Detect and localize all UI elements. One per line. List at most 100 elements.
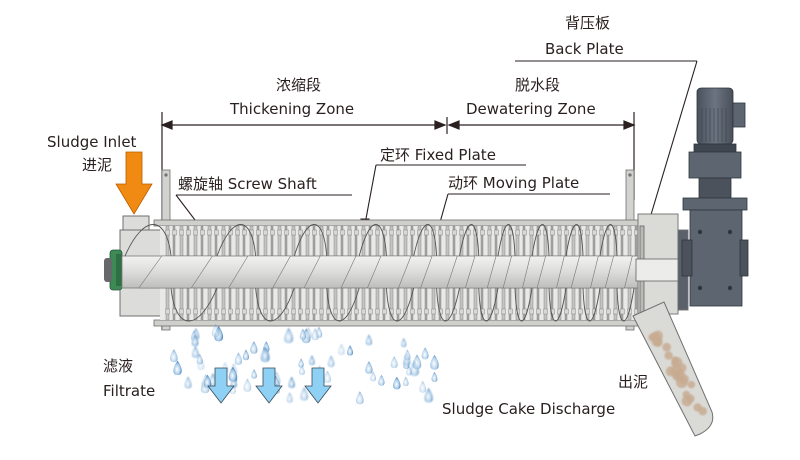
water-droplet-icon: [250, 341, 258, 354]
plate-spacer: [312, 229, 317, 236]
plate-spacer: [214, 308, 219, 315]
flight-face: [228, 255, 291, 289]
plate-spacer: [382, 308, 387, 315]
water-droplet-icon: [184, 376, 192, 389]
plate-spacer: [368, 229, 373, 236]
water-droplet-icon: [234, 352, 243, 365]
sludge-cake-clump: [676, 376, 688, 389]
plate-spacer: [424, 229, 429, 236]
water-droplet-icon: [404, 349, 411, 361]
discharge-chute: [632, 301, 714, 437]
plate-spacer: [410, 308, 415, 315]
plate-spacer: [277, 308, 282, 315]
sludge-cake-clump: [662, 342, 672, 352]
flight-face: [138, 255, 213, 289]
plate-spacer: [186, 229, 191, 236]
plate-spacer: [347, 308, 352, 315]
plate-spacer: [165, 229, 170, 236]
plate-spacer: [627, 229, 632, 236]
leader-lines: [175, 60, 698, 271]
plate-spacer: [452, 229, 457, 236]
water-droplet-icon: [299, 328, 307, 340]
plate-spacer: [200, 308, 205, 315]
filtrate-label-zh: 滤液: [103, 357, 134, 375]
water-droplet-icon: [191, 334, 199, 347]
water-droplet-icon: [327, 355, 335, 368]
plate-spacer: [466, 308, 471, 315]
plate-spacer: [361, 229, 366, 236]
water-droplet-icon: [347, 345, 353, 356]
plate-spacer: [319, 308, 324, 315]
plate-spacer: [242, 308, 247, 315]
plate-spacer: [508, 308, 513, 315]
gear-motor: [681, 87, 749, 307]
cake-discharge-label-zh: 出泥: [618, 373, 649, 391]
sludge-cake-clump: [664, 351, 673, 360]
water-droplet-icon: [338, 343, 345, 356]
reducer-upper: [688, 151, 742, 179]
plate-spacer: [228, 308, 233, 315]
water-droplet-icon: [365, 361, 373, 374]
plate-spacer: [431, 308, 436, 315]
plate-spacer: [403, 229, 408, 236]
plate-spacer: [340, 308, 345, 315]
plate-spacer: [263, 229, 268, 236]
water-droplet-icon: [323, 370, 331, 383]
plate-spacer: [466, 229, 471, 236]
plate-spacer: [410, 229, 415, 236]
filtrate-label-en: Filtrate: [103, 382, 156, 400]
back-plate-housing: [635, 213, 689, 317]
water-droplet-icon: [424, 387, 433, 403]
motor-body: [696, 87, 734, 145]
plate-spacer: [249, 308, 254, 315]
plate-spacer: [564, 308, 569, 315]
plate-spacer: [501, 308, 506, 315]
plate-spacer: [179, 308, 184, 315]
flight-face: [604, 255, 633, 289]
plate-spacer: [284, 308, 289, 315]
water-droplet-icon: [378, 374, 385, 386]
plate-spacer: [354, 229, 359, 236]
plate-spacer: [361, 308, 366, 315]
plate-spacer: [193, 229, 198, 236]
sludge-cake-clump: [671, 356, 683, 368]
plate-spacer: [508, 229, 513, 236]
water-droplet-icon: [406, 365, 412, 376]
plate-spacer: [396, 308, 401, 315]
plate-spacer: [403, 308, 408, 315]
plate-spacer: [200, 229, 205, 236]
dewatering-zone-label-en: Dewatering Zone: [466, 100, 596, 118]
plate-spacer: [536, 308, 541, 315]
sludge-inlet-label-en: Sludge Inlet: [47, 133, 137, 151]
plate-spacer: [305, 229, 310, 236]
back-plate-label-en: Back Plate: [545, 40, 624, 58]
filtrate-arrow-icon: [255, 367, 283, 404]
plate-spacer: [438, 308, 443, 315]
flight-face: [536, 255, 565, 289]
water-droplet-icon: [242, 349, 249, 361]
plate-spacer: [179, 229, 184, 236]
plate-spacer: [326, 229, 331, 236]
water-droplet-icon: [304, 327, 312, 339]
plate-spacer: [347, 229, 352, 236]
plate-spacer: [214, 229, 219, 236]
water-droplet-icon: [419, 380, 427, 393]
plate-spacer: [585, 229, 590, 236]
plate-spacer: [333, 308, 338, 315]
water-droplet-icon: [170, 349, 178, 363]
screw-shaft-label: 螺旋轴 Screw Shaft: [178, 175, 317, 193]
plate-spacer: [207, 229, 212, 236]
plate-spacer: [389, 229, 394, 236]
water-droplet-icon: [288, 376, 295, 389]
water-droplet-icon: [393, 376, 401, 390]
plate-spacer: [263, 308, 268, 315]
plate-spacer: [550, 229, 555, 236]
plate-spacer: [375, 308, 380, 315]
plate-spacer: [291, 229, 296, 236]
plate-spacer: [536, 229, 541, 236]
sludge-cake-clump: [653, 337, 661, 345]
sludge-cake-clump: [681, 395, 693, 407]
water-droplet-icon: [286, 392, 293, 403]
plate-spacer: [487, 229, 492, 236]
